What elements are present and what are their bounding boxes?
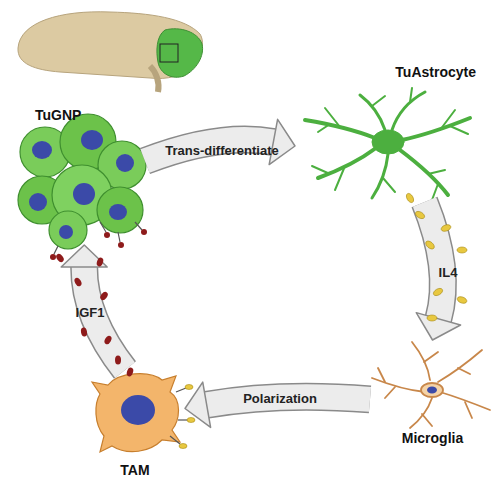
arrow-label: Trans-differentiate xyxy=(165,143,278,158)
cell-node: Microglia xyxy=(370,340,495,448)
block-arrow xyxy=(185,382,370,427)
astrocyte-illustration xyxy=(305,88,470,200)
tam-illustration xyxy=(92,374,195,452)
igf1-molecules xyxy=(50,222,147,377)
cell-node: TAM xyxy=(85,370,185,480)
arrow-label: Polarization xyxy=(243,391,317,406)
cell-label: TuAstrocyte xyxy=(395,64,476,80)
il4-molecules xyxy=(405,192,468,321)
microglia-illustration xyxy=(372,342,490,428)
arrow-label: IGF1 xyxy=(76,305,105,320)
cell-label: TAM xyxy=(85,462,185,478)
tugnp-cells xyxy=(18,114,146,249)
arrow-label: IL4 xyxy=(439,265,458,280)
cell-node: TuGNP xyxy=(10,105,145,245)
block-arrow xyxy=(145,119,295,164)
cell-node: TuAstrocyte xyxy=(295,62,480,202)
block-arrow xyxy=(416,202,460,340)
cell-label: Microglia xyxy=(370,430,495,446)
block-arrow xyxy=(61,245,125,370)
brain-illustration xyxy=(18,12,203,92)
cell-label: TuGNP xyxy=(35,107,81,123)
